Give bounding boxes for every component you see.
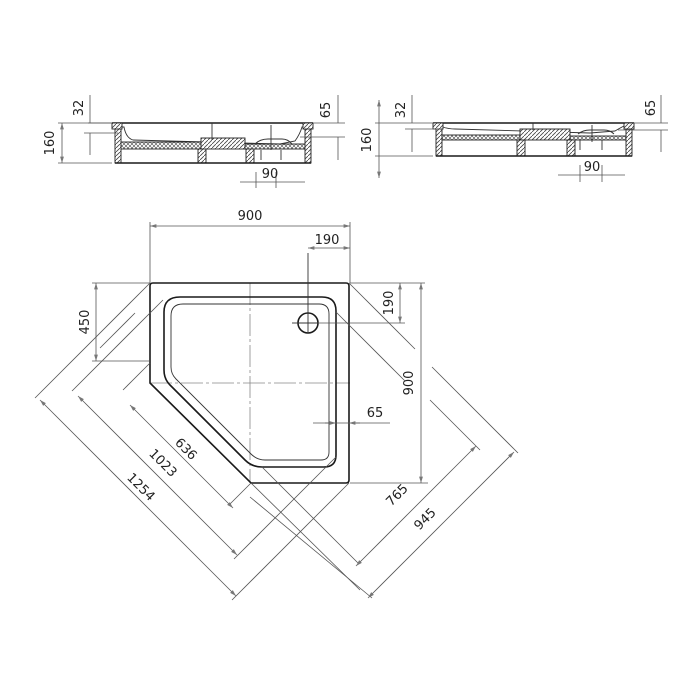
- section-view-right: 160 32 65 90: [360, 95, 668, 182]
- section-view-left: 160 32 65 90: [43, 95, 345, 188]
- tray-section-body: [432, 122, 635, 157]
- dim-label-32: 32: [72, 100, 87, 117]
- tray-section-body: [111, 122, 314, 164]
- dimension-190-horizontal: 190: [308, 233, 350, 250]
- dimension-1254: 1254: [39, 399, 237, 597]
- dim-label-900-top: 900: [238, 209, 263, 224]
- dim-label-945: 945: [411, 505, 439, 533]
- dimension-32: 32: [72, 95, 118, 155]
- dim-label-450: 450: [78, 310, 93, 335]
- dim-label-190-v: 190: [382, 291, 397, 316]
- dim-label-636: 636: [171, 435, 199, 463]
- dimension-65-rim: 65: [313, 406, 390, 425]
- dimension-90-left: 90: [240, 167, 305, 188]
- drain-icon: [292, 253, 319, 334]
- dim-label-900-right: 900: [402, 371, 417, 396]
- extension-lines-right: [249, 282, 519, 599]
- dimension-65-right: 65: [618, 95, 668, 152]
- dim-label-160: 160: [43, 131, 58, 156]
- dim-label-765: 765: [383, 481, 411, 509]
- dim-label-65: 65: [644, 100, 659, 117]
- dimension-160: 160: [360, 100, 433, 178]
- dimension-900-top: 900: [149, 209, 351, 283]
- extension-lines-left: [34, 282, 164, 399]
- tray-outline: [149, 282, 350, 484]
- dim-label-1023: 1023: [145, 447, 179, 481]
- dimension-90-right: 90: [558, 160, 625, 182]
- dimension-190-vertical: 190: [318, 282, 425, 324]
- dimension-160: 160: [43, 122, 112, 164]
- dim-label-1254: 1254: [123, 471, 157, 505]
- dim-label-190-h: 190: [315, 233, 340, 248]
- dimension-1023: 1023: [77, 395, 238, 556]
- dimension-65-left: 65: [300, 95, 345, 160]
- dim-label-160: 160: [360, 128, 375, 153]
- plan-view: 900 190 190 900 450 65: [34, 209, 519, 601]
- dim-label-90: 90: [584, 160, 601, 175]
- dimension-945: 945: [367, 451, 515, 599]
- dim-label-32: 32: [394, 102, 409, 119]
- basin-edge: [163, 296, 337, 468]
- basin-floor: [170, 303, 330, 461]
- dim-label-65: 65: [319, 102, 334, 119]
- dimension-32: 32: [394, 95, 440, 152]
- extension-lines-bottom: [229, 456, 350, 601]
- dim-label-90: 90: [262, 167, 279, 182]
- dimension-765: 765: [355, 445, 477, 567]
- dim-label-65-rim: 65: [367, 406, 384, 421]
